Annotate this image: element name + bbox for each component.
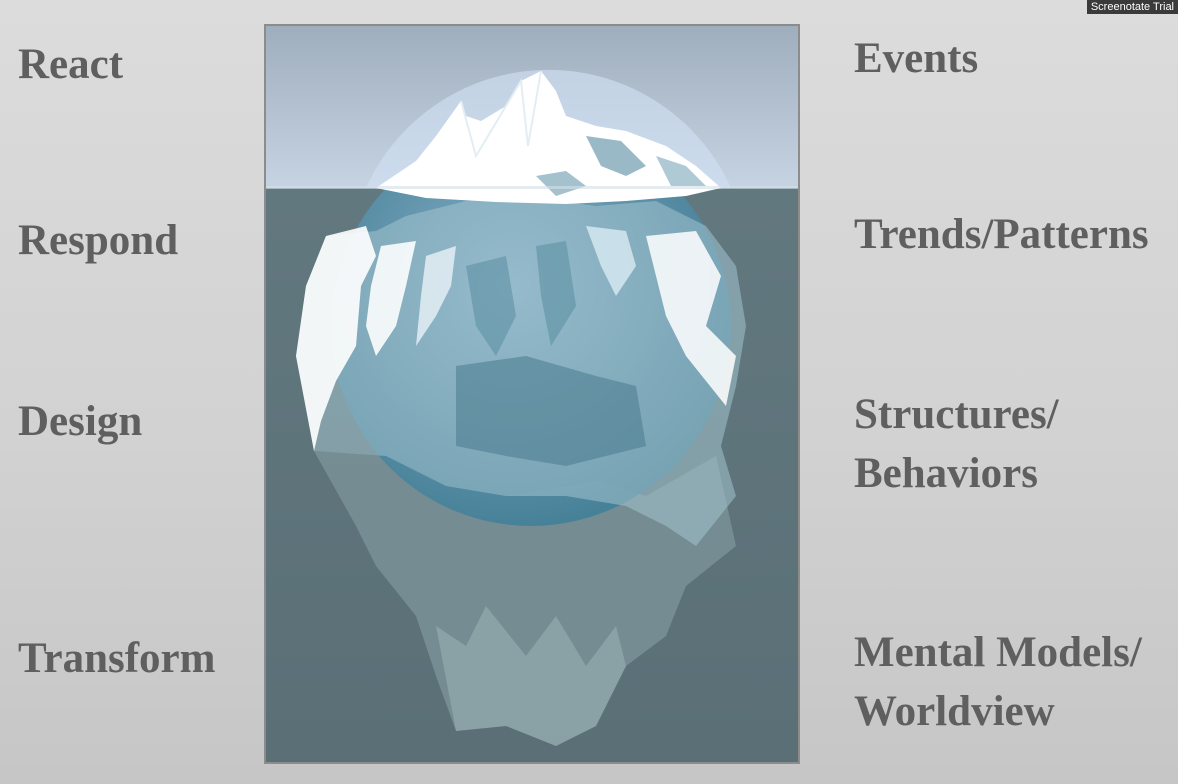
- label-mental-models: Mental Models/: [854, 629, 1142, 676]
- watermark-badge: Screenotate Trial: [1086, 0, 1178, 14]
- dark-facet-b: [466, 256, 516, 356]
- dark-facet-a: [456, 356, 646, 466]
- ice-facet-b: [416, 246, 456, 346]
- ice-facet-d: [586, 226, 636, 296]
- label-structures: Structures/: [854, 391, 1059, 438]
- iceberg-illustration: [264, 24, 800, 764]
- label-worldview: Worldview: [854, 688, 1055, 735]
- label-react: React: [18, 41, 124, 88]
- ice-facet-a: [366, 241, 416, 356]
- label-behaviors: Behaviors: [854, 450, 1038, 497]
- lower-berg-facets: [436, 606, 626, 746]
- tip-ridge: [460, 70, 542, 159]
- label-events: Events: [854, 35, 979, 82]
- dark-facet-c: [536, 241, 576, 346]
- label-trends-patterns: Trends/Patterns: [854, 211, 1149, 258]
- lower-berg-shape: [314, 451, 736, 746]
- waterline: [266, 186, 798, 189]
- tip-shadow-b: [536, 171, 586, 196]
- tip-shadow-c: [656, 156, 706, 186]
- label-transform: Transform: [18, 635, 216, 682]
- ice-facet-c: [646, 231, 736, 406]
- tip-shadow-a: [586, 136, 646, 176]
- label-respond: Respond: [18, 217, 179, 264]
- label-design: Design: [18, 398, 143, 445]
- ice-left-face: [296, 226, 376, 451]
